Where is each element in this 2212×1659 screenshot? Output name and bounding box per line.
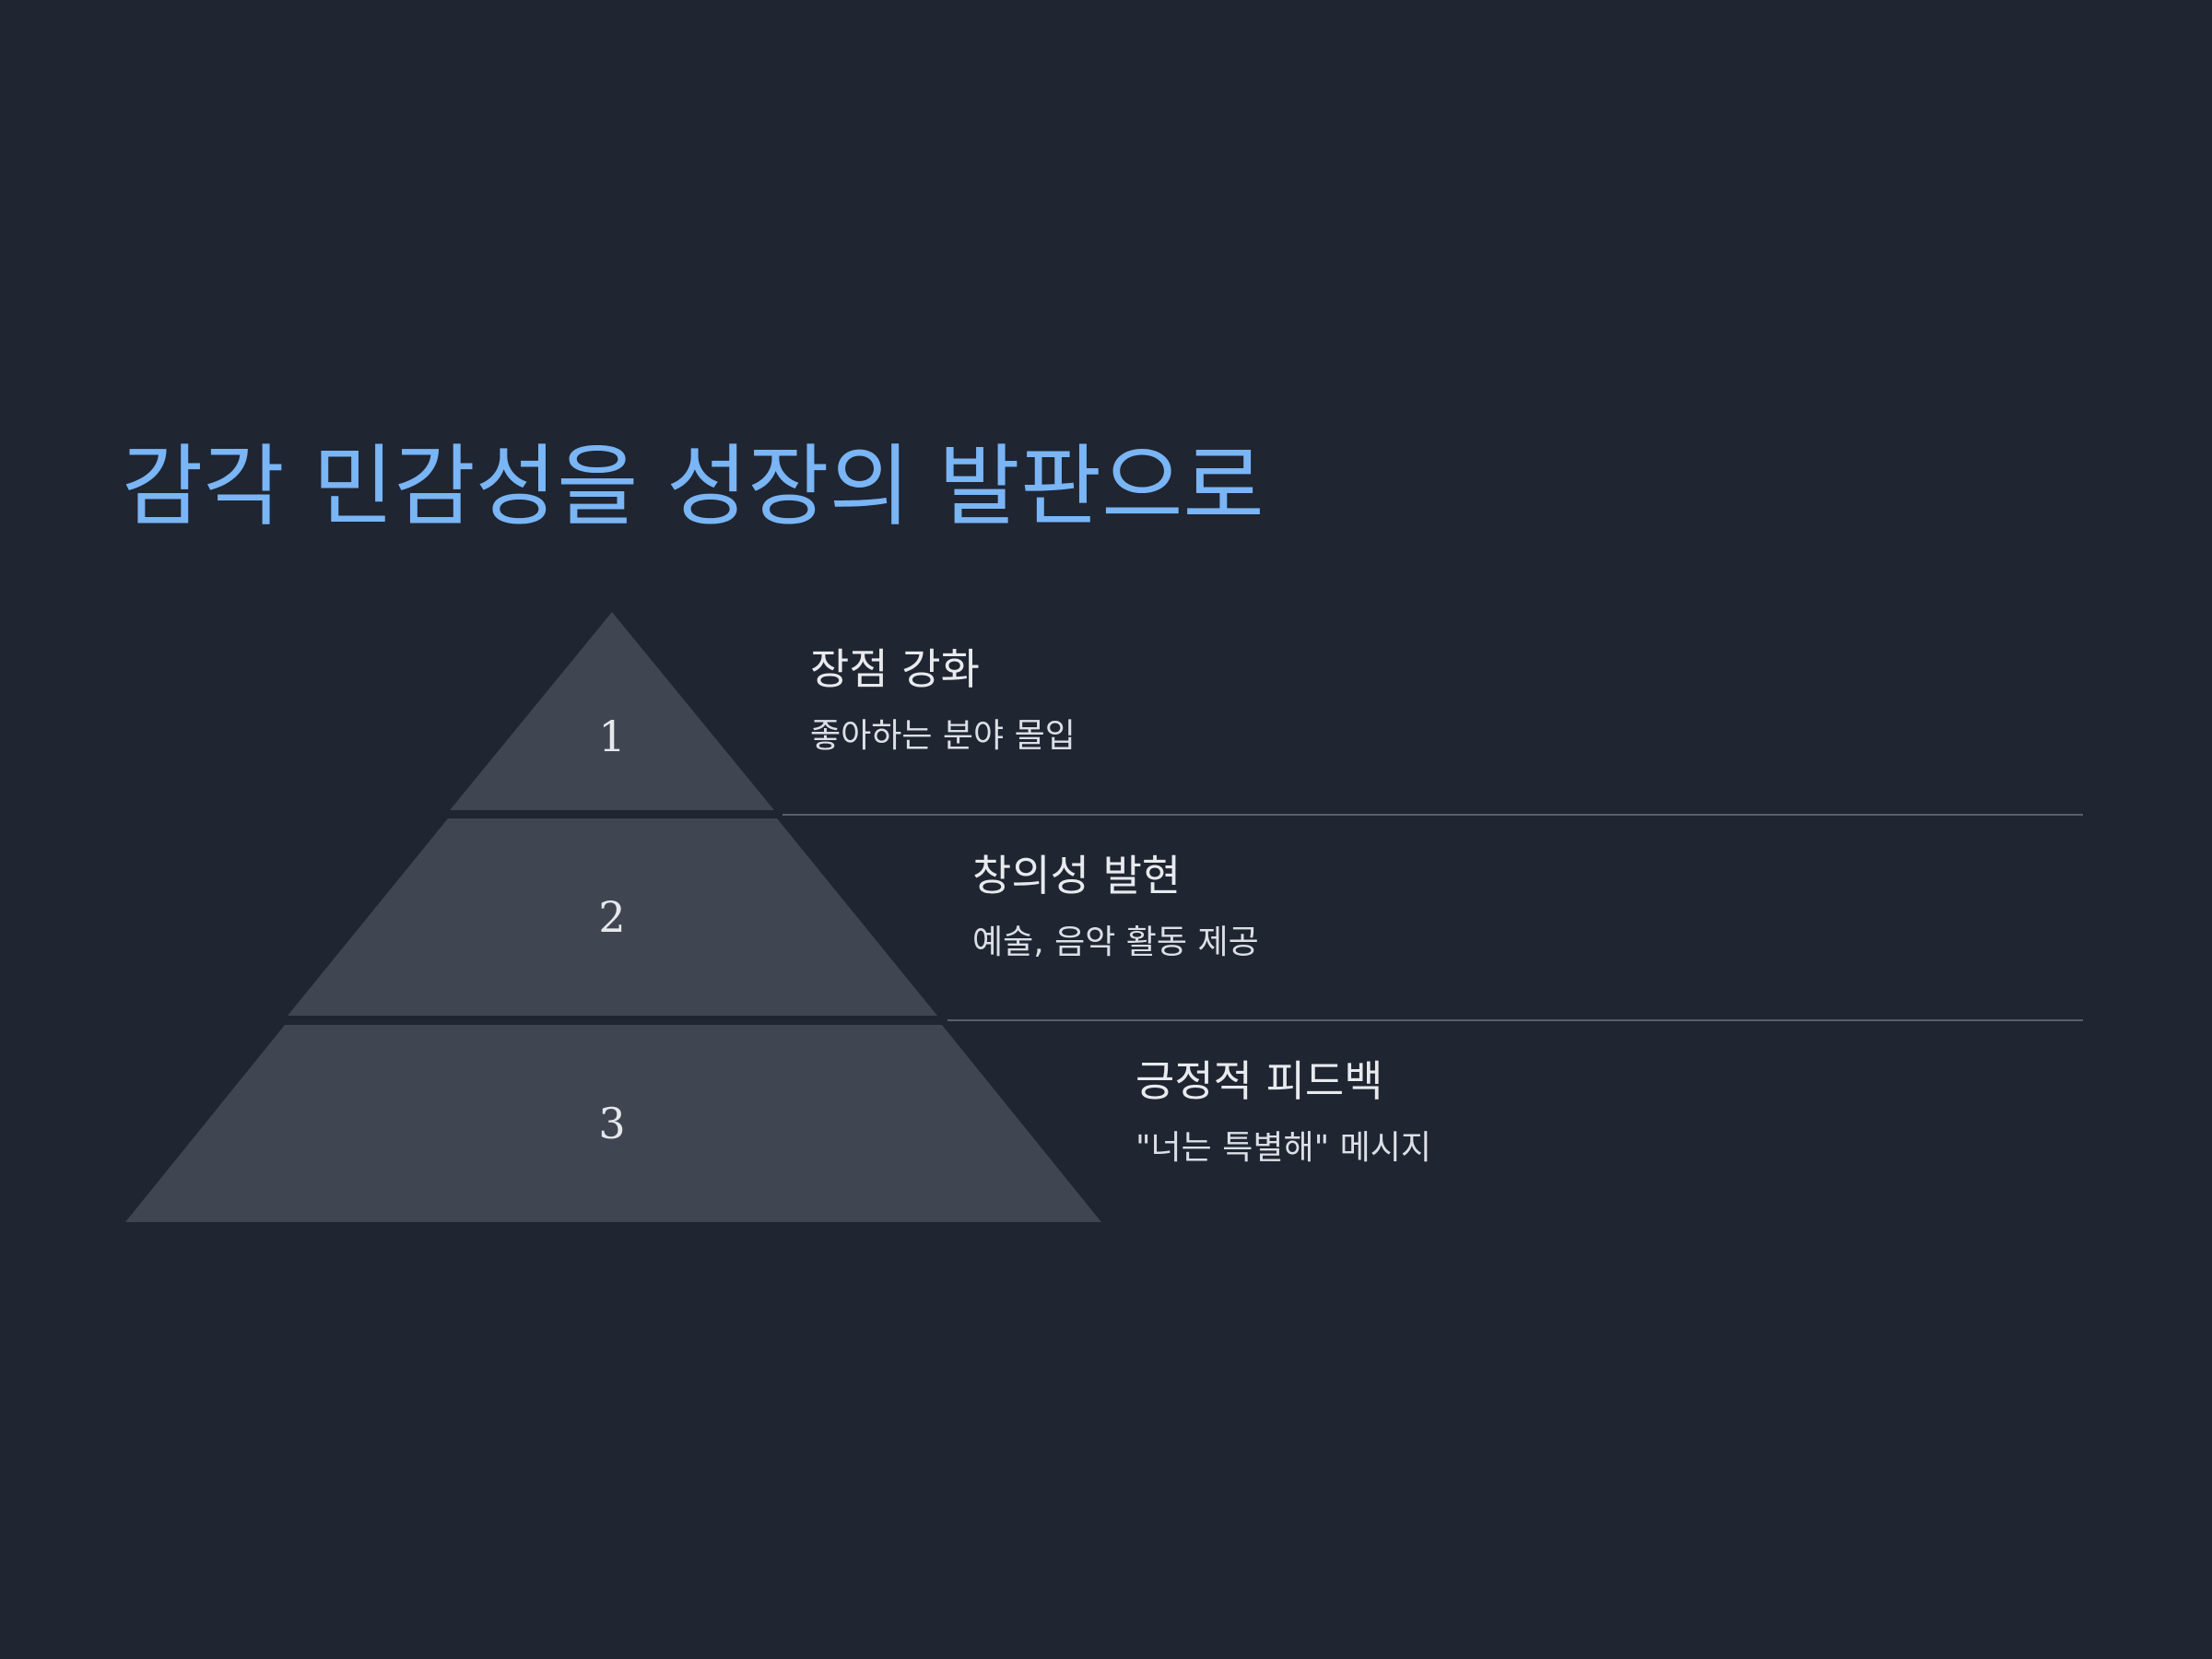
tier-2-text: 창의성 발현 예술, 음악 활동 제공 bbox=[972, 848, 1259, 966]
pyramid-tier-3 bbox=[125, 1025, 1101, 1222]
tier-1-text: 장점 강화 좋아하는 분야 몰입 bbox=[810, 641, 1076, 759]
slide-title: 감각 민감성을 성장의 발판으로 bbox=[122, 435, 1265, 538]
tier-1-divider bbox=[782, 814, 2083, 816]
pyramid-tier-1 bbox=[450, 612, 774, 810]
tier-number-3: 3 bbox=[598, 1099, 625, 1148]
tier-2-heading: 창의성 발현 bbox=[972, 851, 1182, 900]
tier-number-2: 2 bbox=[598, 892, 625, 942]
pyramid-tier-2 bbox=[288, 818, 937, 1016]
tier-3-text: 긍정적 피드백 "너는 특별해" 메시지 bbox=[1135, 1053, 1431, 1171]
tier-3-description: "너는 특별해" 메시지 bbox=[1135, 1129, 1431, 1167]
tier-1-heading: 장점 강화 bbox=[810, 644, 980, 694]
tier-2-description: 예술, 음악 활동 제공 bbox=[972, 924, 1259, 961]
tier-3-heading: 긍정적 피드백 bbox=[1135, 1056, 1383, 1106]
tier-1-description: 좋아하는 분야 몰입 bbox=[810, 717, 1076, 755]
tier-2-divider bbox=[947, 1019, 2083, 1021]
tier-number-1: 1 bbox=[598, 712, 625, 761]
